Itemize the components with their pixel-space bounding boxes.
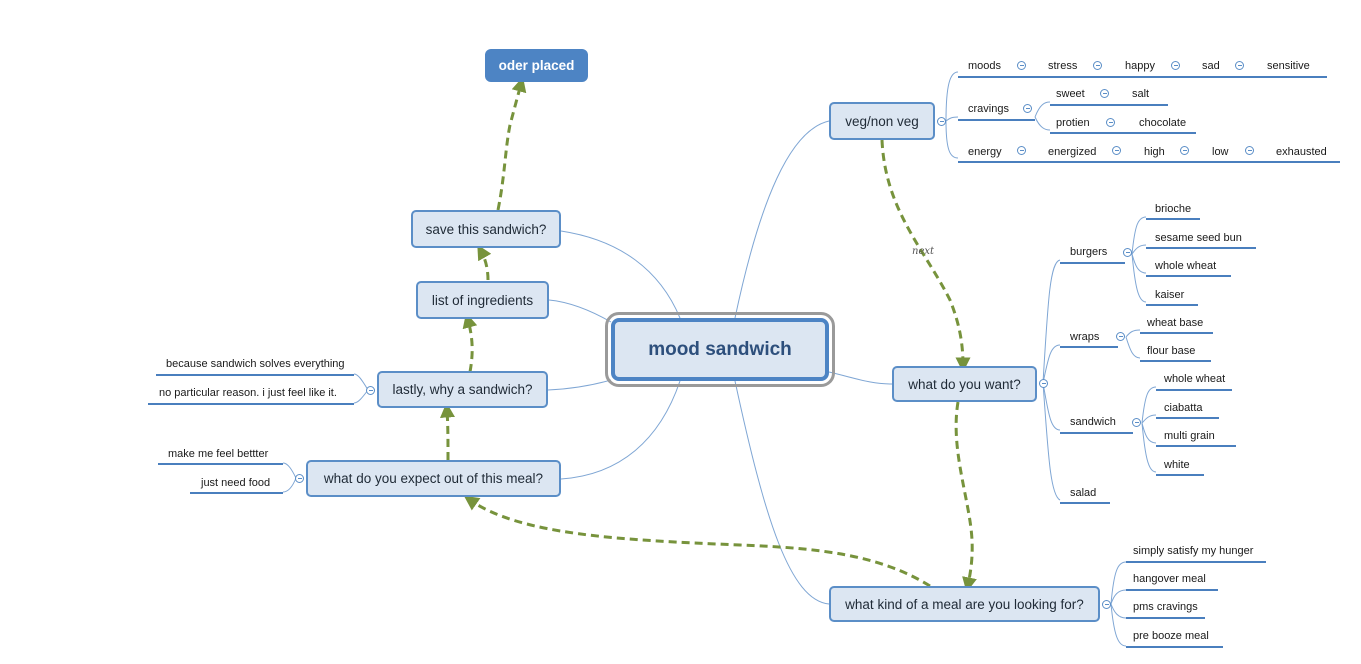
leaf-protien[interactable]: protien [1056,117,1090,129]
leaf-simply-satisfy[interactable]: simply satisfy my hunger [1133,545,1254,557]
leaf-wraps[interactable]: wraps [1070,331,1100,343]
leaf-no-particular-reason[interactable]: no particular reason. i just feel like i… [159,387,337,399]
leaf-pms-cravings[interactable]: pms cravings [1133,601,1198,613]
collapse-icon[interactable] [1171,61,1180,70]
collapse-icon[interactable] [1102,600,1111,609]
collapse-icon[interactable] [1180,146,1189,155]
collapse-icon[interactable] [1132,418,1141,427]
flow-expect-to-why [440,402,455,461]
leaf-cravings[interactable]: cravings [968,103,1009,115]
leaf-ciabatta[interactable]: ciabatta [1164,402,1203,414]
leaf-happy[interactable]: happy [1125,60,1155,72]
leaf-low[interactable]: low [1212,146,1229,158]
flow-meal-to-expect [463,495,931,588]
collapse-icon[interactable] [1093,61,1102,70]
topic-save-sandwich[interactable]: save this sandwich? [411,210,561,248]
connector-ingredients [548,299,612,323]
collapse-icon[interactable] [937,117,946,126]
flow-ingredients-to-save [477,244,492,281]
leaf-flour-base[interactable]: flour base [1147,345,1196,357]
flow-veg-to-want [880,139,971,373]
leaf-whole-wheat-sandwich[interactable]: whole wheat [1164,373,1226,385]
leaf-hangover-meal[interactable]: hangover meal [1133,573,1206,585]
leaf-energy[interactable]: energy [968,146,1002,158]
collapse-icon[interactable] [1123,248,1132,257]
relationship-label: next [912,246,935,257]
order-placed-node[interactable]: oder placed [485,49,588,82]
collapse-icon[interactable] [1039,379,1048,388]
leaf-sesame-seed-bun[interactable]: sesame seed bun [1155,232,1242,244]
leaf-salt[interactable]: salt [1132,88,1150,100]
collapse-icon[interactable] [1017,146,1026,155]
connector-veg [734,120,830,319]
central-topic[interactable]: mood sandwich [605,312,835,387]
leaf-high[interactable]: high [1144,146,1165,158]
flow-save-to-order [496,76,527,211]
collapse-icon[interactable] [1023,104,1032,113]
topic-expect-meal[interactable]: what do you expect out of this meal? [306,460,561,497]
collapse-icon[interactable] [1100,89,1109,98]
leaf-just-need-food[interactable]: just need food [201,477,271,489]
flow-why-to-ingredients [462,312,478,373]
leaf-pre-booze-meal[interactable]: pre booze meal [1133,630,1209,642]
collapse-icon[interactable] [1116,332,1125,341]
leaf-kaiser[interactable]: kaiser [1155,289,1185,301]
topic-connectors [547,120,893,605]
leaf-wheat-base[interactable]: wheat base [1147,317,1204,329]
leaf-multi-grain[interactable]: multi grain [1164,430,1215,442]
leaf-make-me-feel-better[interactable]: make me feel bettter [168,448,269,460]
collapse-icon[interactable] [1112,146,1121,155]
leaf-stress[interactable]: stress [1048,60,1078,72]
leaf-energized[interactable]: energized [1048,146,1097,158]
leaf-brioche[interactable]: brioche [1155,203,1192,215]
collapse-icon[interactable] [1106,118,1115,127]
collapse-icon[interactable] [366,386,375,395]
leaf-underlines [148,76,1340,648]
connector-want [828,371,893,385]
topic-list-of-ingredients[interactable]: list of ingredients [416,281,549,319]
topic-meal-kind[interactable]: what kind of a meal are you looking for? [829,586,1100,622]
leaf-salad[interactable]: salad [1070,487,1097,499]
leaf-chocolate[interactable]: chocolate [1139,117,1187,129]
leaf-whole-wheat-burger[interactable]: whole wheat [1155,260,1217,272]
flow-arrows [440,76,977,593]
collapse-icon[interactable] [1017,61,1026,70]
leaf-burgers[interactable]: burgers [1070,246,1108,258]
collapse-icon[interactable] [1235,61,1244,70]
collapse-icon[interactable] [295,474,304,483]
leaf-because-sandwich[interactable]: because sandwich solves everything [166,358,345,370]
leaf-white[interactable]: white [1164,459,1190,471]
collapse-icon[interactable] [1245,146,1254,155]
flow-want-to-meal [954,401,977,593]
leaf-sad[interactable]: sad [1202,60,1220,72]
leaf-sandwich[interactable]: sandwich [1070,416,1116,428]
subtopic-connectors [282,71,1157,647]
leaf-moods[interactable]: moods [968,60,1002,72]
topic-why-sandwich[interactable]: lastly, why a sandwich? [377,371,548,408]
topic-veg-non-veg[interactable]: veg/non veg [829,102,935,140]
connector-save [560,230,681,319]
leaf-exhausted[interactable]: exhausted [1276,146,1327,158]
connector-expect [560,380,681,480]
leaf-sensitive[interactable]: sensitive [1267,60,1310,72]
leaf-sweet[interactable]: sweet [1056,88,1085,100]
topic-what-do-you-want[interactable]: what do you want? [892,366,1037,402]
connector-meal-kind [734,380,830,605]
connector-why [547,379,612,391]
